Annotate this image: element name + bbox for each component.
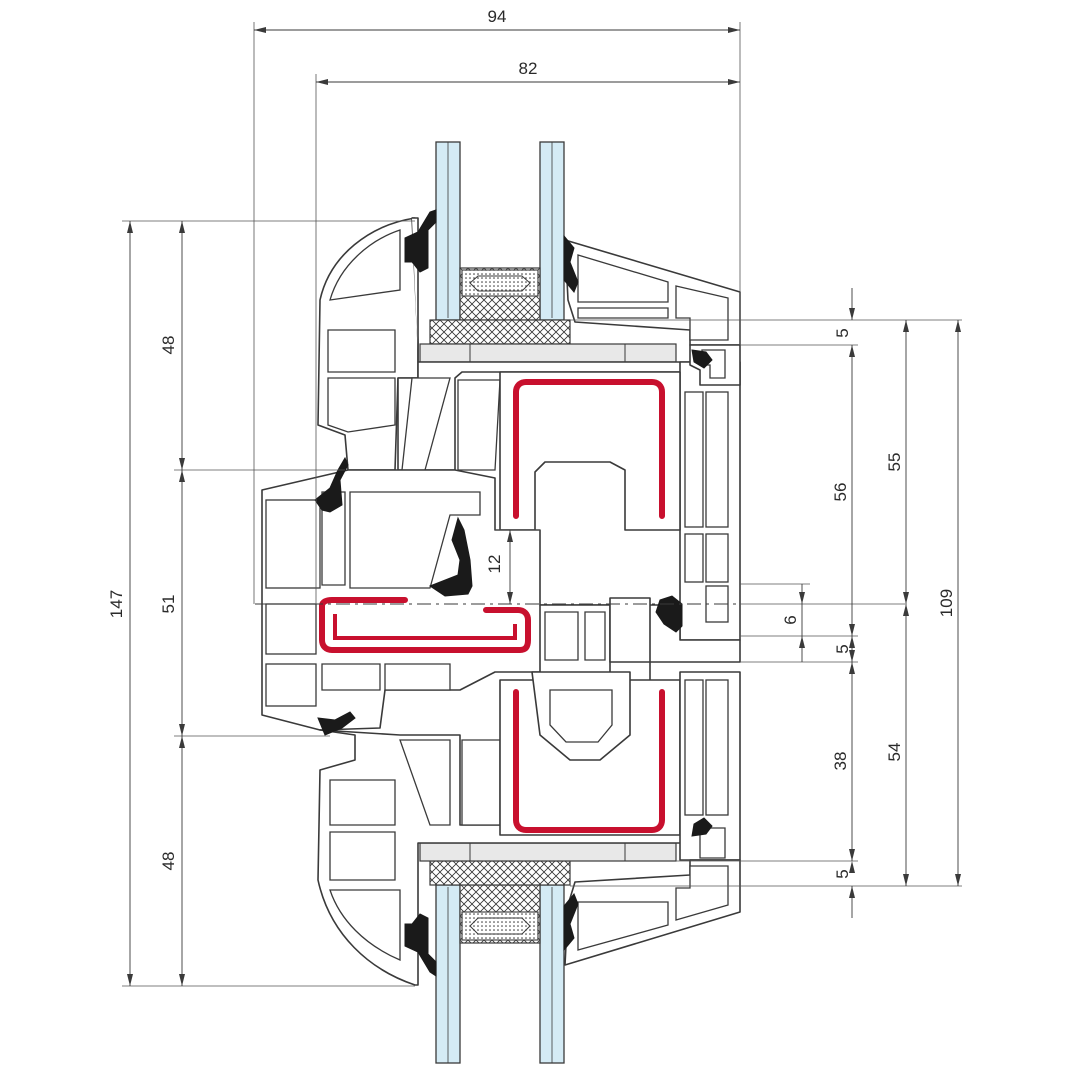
center-seal xyxy=(428,516,473,597)
dim-label-48-lower: 48 xyxy=(159,852,178,871)
gaskets xyxy=(314,209,713,977)
dim-label-54: 54 xyxy=(885,743,904,762)
dim-label-147: 147 xyxy=(107,590,126,618)
setting-block-bottom xyxy=(429,860,571,886)
right-dimension-chain: 5 56 5 38 5 6 55 54 xyxy=(570,288,962,918)
dimension-12: 12 xyxy=(485,529,540,604)
dim-label-38: 38 xyxy=(831,752,850,771)
dim-label-6: 6 xyxy=(781,615,800,624)
dim-label-55: 55 xyxy=(885,453,904,472)
outer-glazing-seal-bottom xyxy=(404,913,437,977)
dimension-48-lower: 48 xyxy=(159,736,185,986)
dimension-48-upper: 48 xyxy=(159,221,345,471)
frame-profile xyxy=(261,469,741,731)
glazing-unit-bottom xyxy=(419,842,677,1064)
frame-seal-upper xyxy=(314,456,349,513)
dim-label-109: 109 xyxy=(937,589,956,617)
dim-label-5-lower: 5 xyxy=(833,869,852,878)
dimension-82: 82 xyxy=(315,59,740,604)
dim-label-5-middle: 5 xyxy=(833,644,852,653)
dim-label-5-upper: 5 xyxy=(833,328,852,337)
dimension-51: 51 xyxy=(159,470,330,737)
glazing-bridge-top xyxy=(419,343,677,363)
steel-reinforcement-upper xyxy=(513,379,665,519)
upper-sash-profile xyxy=(317,217,741,641)
steel-reinforcement-lower xyxy=(513,689,665,833)
dim-label-12: 12 xyxy=(485,555,504,574)
stop-seal-right xyxy=(655,595,683,633)
inner-glazing-seal-bottom xyxy=(563,893,579,952)
glazing-unit-top xyxy=(419,141,677,363)
dim-label-51: 51 xyxy=(159,595,178,614)
dim-label-82: 82 xyxy=(519,59,538,78)
outer-glazing-seal-top xyxy=(404,209,437,273)
lower-sash-profile xyxy=(317,671,741,986)
dimension-147: 147 xyxy=(107,220,415,987)
steel-reinforcement-frame xyxy=(319,603,531,653)
dimension-94: 94 xyxy=(253,7,741,604)
dim-label-56: 56 xyxy=(831,483,850,502)
setting-block-top xyxy=(429,319,571,345)
inner-glazing-seal-top xyxy=(563,234,579,293)
dim-label-94: 94 xyxy=(488,7,507,26)
dim-label-48-upper: 48 xyxy=(159,336,178,355)
frame-seal-lower xyxy=(317,711,356,736)
glazing-bridge-bottom xyxy=(419,842,677,862)
